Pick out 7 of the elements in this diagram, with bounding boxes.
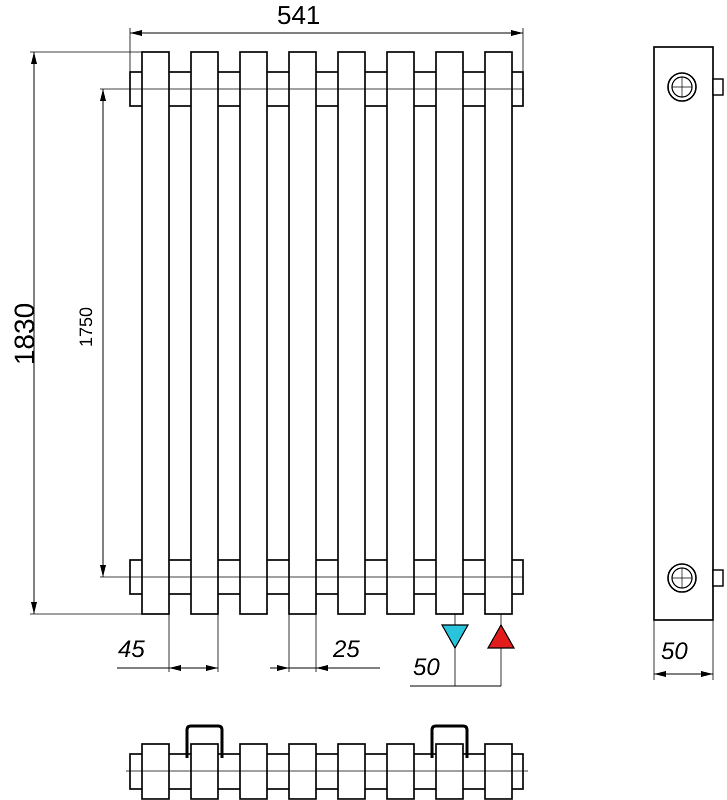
dimension-label: 541 [277,2,320,28]
dimension-label: 1750 [77,306,96,348]
dimension-label: 50 [661,640,688,664]
dimension-label: 25 [333,638,360,662]
dimension-label: 45 [118,638,145,662]
dimension-label: 1830 [11,302,40,366]
dimension-label: 50 [413,656,440,680]
